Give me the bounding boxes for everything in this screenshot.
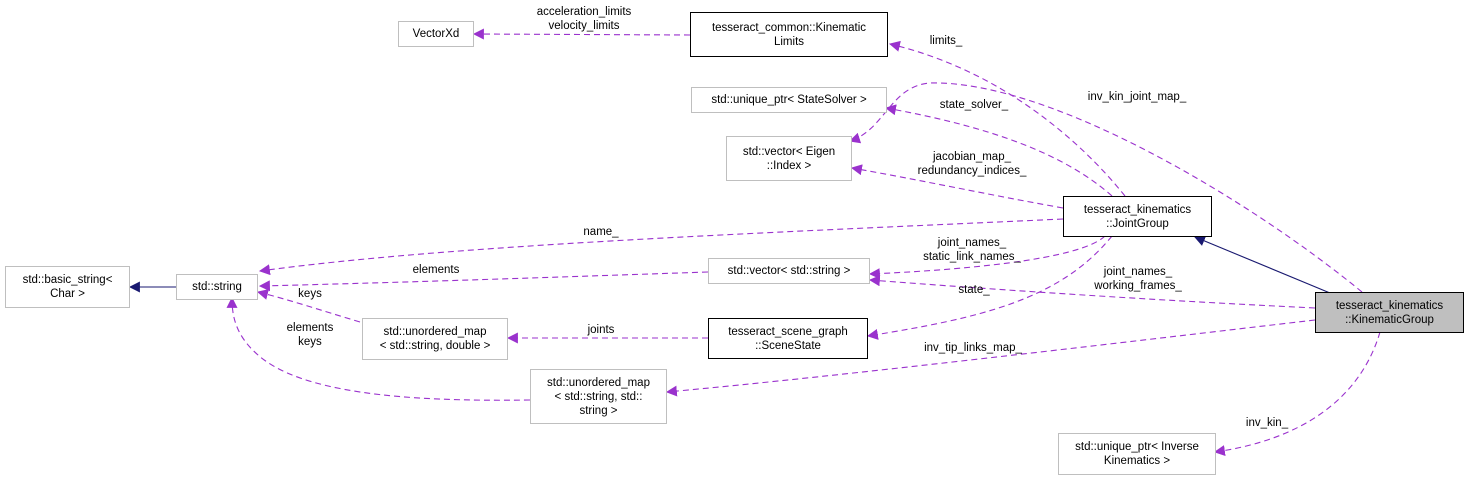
edge-unordered-map-double-to-std-string — [256, 289, 361, 323]
node-label: ::SceneState — [755, 339, 821, 352]
node-unordered-map-double[interactable]: std::unordered_map < std::string, double… — [362, 318, 508, 360]
node-label: string > — [579, 404, 618, 417]
node-label: ::KinematicGroup — [1345, 313, 1434, 326]
edge-label-line: jacobian_map_ — [932, 151, 1012, 163]
edge-label-elements: elements — [413, 263, 460, 277]
edge-label-joint-names-working-frames: joint_names_ working_frames_ — [1094, 265, 1182, 293]
edge-jointgroup-to-state-solver — [884, 104, 1113, 197]
node-vector-eigen-index[interactable]: std::vector< Eigen ::Index > — [726, 136, 852, 181]
edge-vector-string-to-std-string — [258, 271, 709, 292]
edge-label-inv-kin-joint-map: inv_kin_joint_map_ — [1088, 90, 1186, 104]
edge-label-line: inv_kin_ — [1245, 417, 1289, 429]
edge-label-line: name_ — [583, 226, 619, 238]
edge-label-line: keys — [298, 336, 322, 348]
node-basic-string[interactable]: std::basic_string< Char > — [5, 266, 130, 308]
node-vector-string[interactable]: std::vector< std::string > — [708, 258, 870, 284]
edge-label-keys: keys — [298, 287, 322, 301]
edge-limits-to-vectorxd — [472, 28, 691, 40]
node-label: VectorXd — [412, 28, 460, 40]
edge-jointgroup-to-vector-string — [868, 235, 1106, 280]
edge-label-state-solver: state_solver_ — [940, 98, 1008, 112]
edge-label-line: joints — [587, 324, 615, 336]
edge-label-jacobian-redundancy: jacobian_map_ redundancy_indices_ — [918, 150, 1027, 178]
edge-label-line: elements — [412, 264, 460, 276]
node-unique-ptr-inverse-kinematics[interactable]: std::unique_ptr< Inverse Kinematics > — [1058, 433, 1216, 475]
node-label: std::basic_string< — [22, 274, 113, 286]
edge-unordered-map-string-to-std-string — [226, 296, 531, 401]
node-label: tesseract_kinematics — [1083, 203, 1192, 216]
edge-label-line: working_frames_ — [1094, 280, 1182, 292]
edge-label-inv-tip-links-map: inv_tip_links_map_ — [924, 341, 1022, 355]
node-label: std::vector< std::string > — [727, 265, 851, 277]
node-joint-group[interactable]: tesseract_kinematics ::JointGroup — [1063, 196, 1212, 237]
node-label: tesseract_common::Kinematic — [711, 21, 867, 34]
edge-label-line: state_ — [958, 284, 990, 296]
node-label: std::unique_ptr< StateSolver > — [711, 94, 867, 106]
edge-label-joint-names-static-link-names: joint_names_ static_link_names_ — [923, 236, 1021, 264]
node-label: tesseract_kinematics — [1335, 299, 1444, 312]
edge-label-line: elements — [286, 322, 334, 334]
edge-label-name: name_ — [583, 225, 618, 239]
node-label: Char > — [50, 288, 85, 300]
node-label: < std::string, double > — [379, 340, 491, 352]
edge-kinematicgroup-to-jointgroup — [1193, 235, 1331, 294]
edge-label-line: velocity_limits — [548, 20, 620, 32]
edge-jointgroup-to-scenestate — [866, 235, 1113, 340]
node-label: std::vector< Eigen — [742, 145, 836, 158]
edge-label-limits: limits_ — [930, 34, 963, 48]
edge-jointgroup-to-limits — [888, 40, 1126, 197]
edge-label-line: inv_tip_links_map_ — [924, 342, 1022, 354]
node-unique-ptr-state-solver[interactable]: std::unique_ptr< StateSolver > — [691, 87, 887, 113]
edge-kinematicgroup-to-unordered-map-string — [665, 319, 1316, 397]
edge-label-inv-kin: inv_kin_ — [1246, 416, 1288, 430]
edge-label-acceleration-velocity-limits: acceleration_limits velocity_limits — [537, 5, 632, 33]
node-label: std::unordered_map — [547, 376, 650, 389]
node-label: std::unordered_map — [383, 326, 487, 338]
edge-kinematicgroup-to-unique-ptr-inverse — [1213, 331, 1381, 457]
edge-label-joints: joints — [588, 323, 615, 337]
edge-label-line: inv_kin_joint_map_ — [1087, 91, 1187, 103]
node-label: ::Index > — [766, 159, 812, 172]
edge-label-line: acceleration_limits — [536, 6, 632, 18]
edge-label-elements-keys: elements keys — [287, 321, 334, 349]
node-label: < std::string, std:: — [554, 390, 643, 403]
node-kinematic-group[interactable]: tesseract_kinematics ::KinematicGroup — [1315, 292, 1464, 333]
node-label: tesseract_scene_graph — [728, 325, 848, 338]
edge-kinematicgroup-to-vector-string — [868, 275, 1316, 309]
node-kinematic-limits[interactable]: tesseract_common::Kinematic Limits — [690, 12, 888, 57]
edge-label-line: joint_names_ — [1103, 266, 1173, 278]
node-label: Limits — [773, 35, 805, 48]
edge-label-line: static_link_names_ — [923, 251, 1021, 263]
node-unordered-map-string[interactable]: std::unordered_map < std::string, std:: … — [530, 369, 667, 424]
edge-label-state: state_ — [958, 283, 989, 297]
edge-label-line: limits_ — [929, 35, 963, 47]
node-label: ::JointGroup — [1106, 217, 1169, 230]
edge-label-line: keys — [298, 288, 322, 300]
edge-label-line: redundancy_indices_ — [917, 165, 1027, 177]
node-vectorxd[interactable]: VectorXd — [398, 21, 474, 47]
node-label: std::string — [192, 281, 242, 293]
node-label: Kinematics > — [1103, 455, 1171, 467]
node-label: std::unique_ptr< Inverse — [1075, 441, 1199, 453]
node-std-string[interactable]: std::string — [176, 274, 258, 300]
edge-jointgroup-to-std-string — [258, 218, 1064, 276]
node-scene-state[interactable]: tesseract_scene_graph ::SceneState — [708, 318, 868, 359]
edge-label-line: joint_names_ — [937, 237, 1007, 249]
edge-label-line: state_solver_ — [939, 99, 1009, 111]
